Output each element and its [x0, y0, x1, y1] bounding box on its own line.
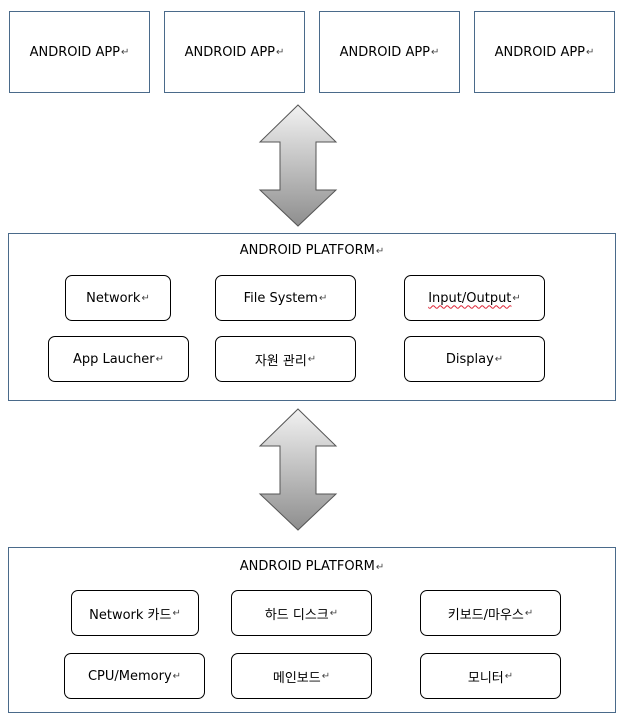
- paragraph-mark-icon: ↵: [321, 670, 331, 682]
- mainboard-label: 메인보드: [272, 670, 321, 686]
- paragraph-mark-icon: ↵: [329, 607, 339, 619]
- paragraph-mark-icon: ↵: [586, 46, 595, 58]
- hard-disk-label: 하드 디스크: [264, 607, 329, 623]
- resource-management-label: 자원 관리: [254, 353, 307, 369]
- keyboard-mouse-label: 키보드/마우스: [447, 607, 524, 623]
- paragraph-mark-icon: ↵: [121, 46, 130, 58]
- paragraph-mark-icon: ↵: [524, 607, 534, 619]
- app-label: ANDROID APP: [184, 44, 276, 60]
- paragraph-mark-icon: ↵: [307, 353, 317, 365]
- app-label: ANDROID APP: [494, 44, 586, 60]
- app-label: ANDROID APP: [339, 44, 431, 60]
- paragraph-mark-icon: ↵: [172, 607, 181, 619]
- paragraph-mark-icon: ↵: [375, 562, 385, 573]
- paragraph-mark-icon: ↵: [375, 246, 385, 257]
- double-arrow-icon: [258, 104, 338, 227]
- android-app-box-2: ANDROID APP↵: [164, 11, 305, 93]
- network-card-box: Network 카드↵: [71, 590, 199, 636]
- double-arrow-icon: [258, 408, 338, 531]
- paragraph-mark-icon: ↵: [512, 292, 521, 304]
- paragraph-mark-icon: ↵: [431, 46, 440, 58]
- paragraph-mark-icon: ↵: [172, 670, 182, 682]
- display-box: Display↵: [404, 336, 545, 382]
- app-launcher-box: App Laucher↵: [48, 336, 189, 382]
- network-label: Network: [86, 290, 141, 306]
- android-app-box-3: ANDROID APP↵: [319, 11, 460, 93]
- resource-management-box: 자원 관리↵: [215, 336, 356, 382]
- cpu-memory-box: CPU/Memory↵: [64, 653, 205, 699]
- platform-title: ANDROID PLATFORM↵: [239, 243, 385, 258]
- app-launcher-label: App Laucher: [72, 351, 155, 367]
- paragraph-mark-icon: ↵: [276, 46, 285, 58]
- file-system-box: File System↵: [215, 275, 356, 321]
- hardware-title: ANDROID PLATFORM↵: [239, 559, 385, 574]
- paragraph-mark-icon: ↵: [141, 292, 150, 304]
- network-box: Network↵: [65, 275, 171, 321]
- network-card-label: Network 카드: [89, 607, 172, 623]
- file-system-label: File System: [243, 290, 318, 306]
- input-output-box: Input/Output↵: [404, 275, 545, 321]
- android-app-box-4: ANDROID APP↵: [474, 11, 615, 93]
- monitor-box: 모니터↵: [420, 653, 561, 699]
- paragraph-mark-icon: ↵: [155, 353, 165, 365]
- keyboard-mouse-box: 키보드/마우스↵: [420, 590, 561, 636]
- android-platform-panel: ANDROID PLATFORM↵ Network↵ File System↵ …: [8, 233, 616, 401]
- android-app-box-1: ANDROID APP↵: [9, 11, 150, 93]
- mainboard-box: 메인보드↵: [231, 653, 372, 699]
- paragraph-mark-icon: ↵: [494, 353, 504, 365]
- app-label: ANDROID APP: [29, 44, 121, 60]
- hardware-panel: ANDROID PLATFORM↵ Network 카드↵ 하드 디스크↵ 키보…: [8, 547, 616, 713]
- input-output-label: Input/Output: [428, 290, 512, 306]
- hard-disk-box: 하드 디스크↵: [231, 590, 372, 636]
- paragraph-mark-icon: ↵: [504, 670, 514, 682]
- paragraph-mark-icon: ↵: [318, 292, 328, 304]
- cpu-memory-label: CPU/Memory: [87, 668, 172, 684]
- monitor-label: 모니터: [467, 670, 504, 686]
- display-label: Display: [445, 351, 494, 367]
